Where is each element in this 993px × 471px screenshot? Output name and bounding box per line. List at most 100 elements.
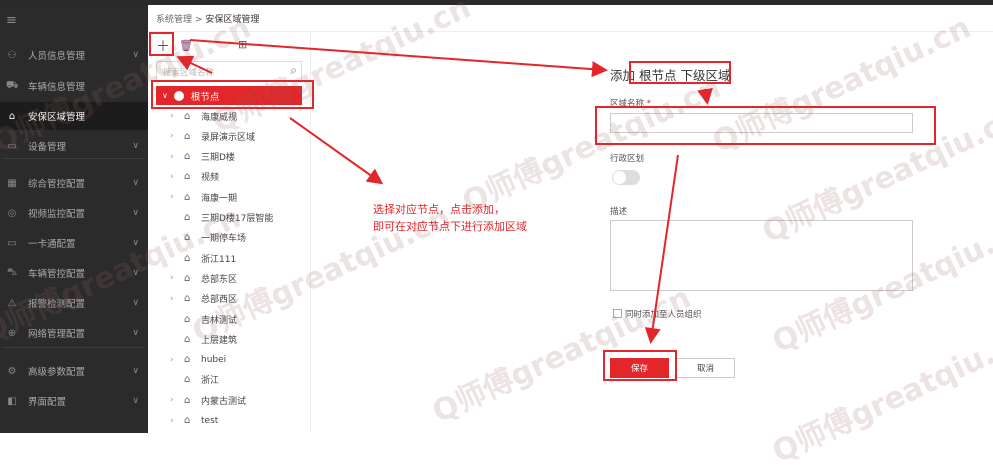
car-icon: ⛟ [6, 79, 19, 91]
tree-node[interactable]: ⌂浙江 [170, 371, 219, 389]
house-icon: ⌂ [184, 313, 191, 325]
tree-node[interactable]: ⌂三期D楼17层智能 [170, 209, 273, 227]
sidebar-item[interactable]: ◎视频监控配置∨ [0, 199, 148, 227]
sidebar-item[interactable]: ⚠报警检测配置∨ [0, 289, 148, 317]
chevron-down-icon[interactable]: ∨ [132, 328, 139, 338]
chevron-down-icon[interactable]: ∨ [132, 298, 139, 308]
tree-node[interactable]: ›⌂视频 [170, 168, 219, 186]
tree-node-label: 吉林测试 [201, 315, 238, 326]
sidebar-item[interactable]: ⌂安保区域管理 [0, 102, 148, 130]
layout-icon: ◧ [7, 395, 17, 407]
chevron-right-icon[interactable]: › [170, 415, 174, 426]
required-mark: * [646, 99, 651, 109]
tree-node[interactable]: ›⌂总部西区 [170, 290, 237, 308]
cancel-button[interactable]: 取消 [676, 358, 735, 378]
sidebar-item[interactable]: ⛍车辆管控配置∨ [0, 259, 148, 287]
chevron-right-icon[interactable]: › [170, 273, 174, 284]
chevron-down-icon[interactable]: ∨ [132, 178, 139, 188]
trash-icon[interactable]: 🗑 [179, 39, 193, 52]
chevron-down-icon[interactable]: ∨ [132, 396, 139, 406]
chevron-down-icon[interactable]: ∨ [132, 268, 139, 278]
chevron-right-icon[interactable]: › [170, 354, 174, 365]
tree-node-label: 三期D楼 [201, 153, 235, 164]
chevron-right-icon[interactable]: › [170, 192, 174, 203]
chevron-down-icon[interactable]: ∨ [132, 50, 139, 60]
arrow [697, 87, 713, 105]
sidebar: ≡ ⚇人员信息管理∨ ⛟车辆信息管理⌂安保区域管理▭设备管理∨ ▦综合管控配置∨◎视… [0, 5, 148, 433]
more-icon[interactable]: … [260, 38, 270, 49]
search-icon[interactable]: ⌕ [290, 63, 297, 77]
network-icon: ⊕ [7, 327, 17, 339]
chevron-right-icon[interactable]: › [170, 151, 174, 162]
tree-node-label: 内蒙古测试 [201, 396, 247, 407]
sidebar-item[interactable]: ◧ 界面配置 ∨ [0, 387, 148, 415]
tree-node[interactable]: ›⌂海康一期 [170, 188, 237, 206]
import-icon[interactable]: ⊞ [238, 38, 248, 51]
tree-node[interactable]: › ⌂ hubei [170, 351, 226, 369]
tree-node[interactable]: ⌂ 吉林测试 [170, 310, 237, 328]
chevron-down-icon[interactable]: ∨ [132, 238, 139, 248]
save-button[interactable]: 保存 [610, 358, 669, 378]
chevron-down-icon[interactable]: ∨ [162, 91, 168, 100]
breadcrumb-current: 安保区域管理 [205, 15, 260, 25]
tree-node[interactable]: ›⌂总部东区 [170, 269, 237, 287]
sidebar-item-label: 界面配置 [28, 397, 67, 408]
tree-node-label: test [201, 415, 219, 426]
area-icon: ⌂ [8, 110, 16, 122]
tree-node[interactable]: ›⌂录屏演示区域 [170, 127, 255, 145]
sidebar-item[interactable]: ▦综合管控配置∨ [0, 169, 148, 197]
menu-icon[interactable]: ≡ [6, 13, 17, 28]
tree-node-label: 上层建筑 [201, 335, 238, 346]
chevron-down-icon[interactable]: ∨ [132, 366, 139, 376]
sidebar-item[interactable]: ⛟车辆信息管理 [0, 72, 148, 100]
sidebar-item[interactable]: ▭一卡通配置∨ [0, 229, 148, 257]
sidebar-item-label: 车辆管控配置 [28, 269, 86, 280]
tree-node[interactable]: ›⌂三期D楼 [170, 148, 235, 166]
sync-label: 同时添加至人员组织 [625, 310, 702, 320]
watermark: Q师傅greatqiu.cn [707, 10, 977, 161]
sidebar-item[interactable]: ⊕网络管理配置∨ [0, 319, 148, 347]
globe-icon [173, 90, 184, 101]
house-icon: ⌂ [184, 252, 191, 264]
division-toggle[interactable] [612, 170, 640, 185]
tree-root-node[interactable]: ∨根节点 [156, 86, 302, 105]
chevron-right-icon[interactable]: › [170, 395, 174, 406]
grid-icon: ▦ [7, 177, 17, 189]
tree-node-label: hubei [201, 354, 227, 365]
divider [310, 32, 311, 433]
chevron-down-icon[interactable]: ∨ [132, 141, 139, 151]
house-icon: ⌂ [184, 374, 191, 386]
sidebar-item[interactable]: ⚇人员信息管理∨ [0, 41, 148, 69]
watermark: Q师傅greatqiu.cn [767, 320, 993, 471]
chevron-right-icon[interactable]: › [170, 171, 174, 182]
chevron-right-icon[interactable]: › [170, 131, 174, 142]
tree-node[interactable]: ›⌂test [170, 412, 218, 430]
annotation-text: 选择对应节点，点击添加， [373, 203, 505, 216]
description-textarea[interactable] [610, 220, 913, 291]
breadcrumb: 系统管理 > 安保区域管理 [156, 12, 259, 25]
watermark: Q师傅greatqiu.cn [457, 70, 727, 221]
tree-node[interactable]: ⌂一期停车场 [170, 229, 246, 247]
tree-node-label: 视频 [201, 173, 220, 184]
chevron-down-icon[interactable]: ∨ [132, 208, 139, 218]
add-icon[interactable]: ＋ [156, 39, 170, 55]
house-icon: ⌂ [184, 354, 191, 366]
tree-node[interactable]: ⌂浙江111 [170, 249, 236, 267]
chevron-right-icon[interactable]: › [170, 111, 174, 121]
tree-node[interactable]: ›⌂海康威视 [170, 107, 237, 125]
chevron-right-icon[interactable]: › [170, 293, 174, 304]
tree-node-label: 海康一期 [201, 193, 238, 204]
sidebar-item[interactable]: ⚙高级参数配置∨ [0, 357, 148, 385]
search-input[interactable]: 搜索区域名称 ⌕ [156, 61, 302, 81]
area-name-input[interactable] [610, 113, 913, 133]
sidebar-item-label: 报警检测配置 [28, 299, 86, 310]
sync-checkbox[interactable] [613, 309, 622, 318]
divider [148, 31, 993, 32]
search-placeholder: 搜索区域名称 [163, 68, 215, 78]
breadcrumb-parent[interactable]: 系统管理 [156, 15, 193, 25]
tree-node-label: 录屏演示区域 [201, 132, 256, 143]
sidebar-item[interactable]: ▭设备管理∨ [0, 132, 148, 160]
tree-node-label: 海康威视 [201, 112, 238, 123]
tree-node[interactable]: ⌂上层建筑 [170, 330, 237, 348]
tree-node[interactable]: ›⌂内蒙古测试 [170, 391, 246, 409]
